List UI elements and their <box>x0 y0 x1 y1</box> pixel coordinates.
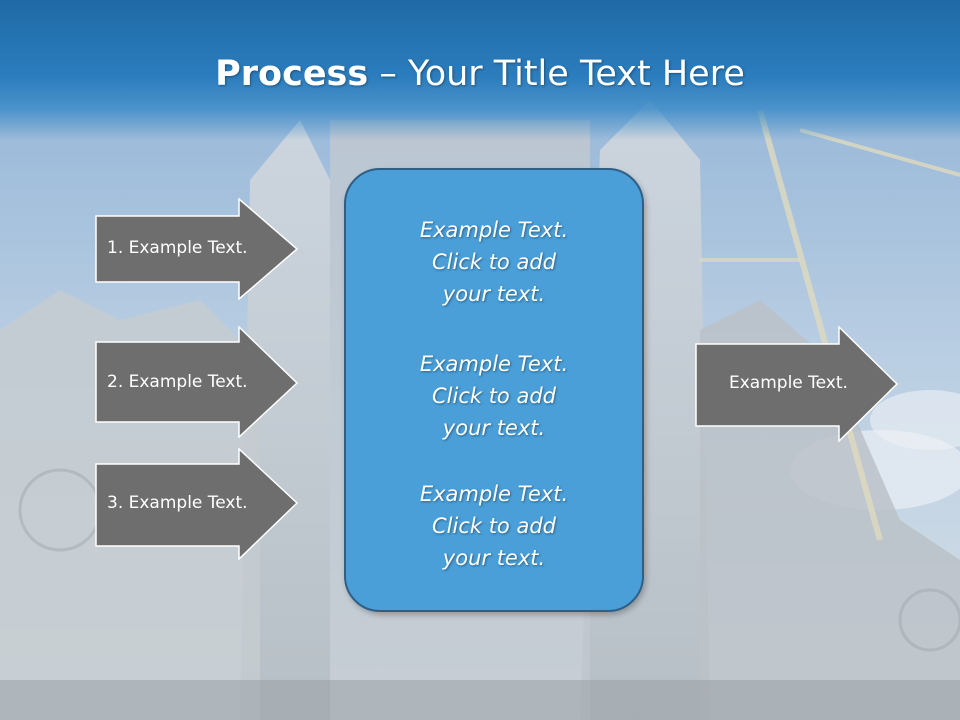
text-block-1: Example Text. Click to add your text. <box>346 214 642 310</box>
slide-title[interactable]: Process – Your Title Text Here <box>0 52 960 96</box>
text-block-2: Example Text. Click to add your text. <box>346 348 642 444</box>
left-arrow-2[interactable]: 2. Example Text. <box>95 326 299 438</box>
text-block-3-line-2: Click to add <box>431 514 556 538</box>
right-arrow[interactable]: Example Text. <box>695 326 899 442</box>
text-block-2-line-1: Example Text. <box>419 352 569 376</box>
left-arrow-1[interactable]: 1. Example Text. <box>95 198 299 300</box>
text-block-2-line-3: your text. <box>442 416 546 440</box>
arrow-right-shape <box>95 326 299 438</box>
left-arrow-3[interactable]: 3. Example Text. <box>95 448 299 560</box>
text-block-3-line-3: your text. <box>442 546 546 570</box>
text-block-1-line-3: your text. <box>442 282 546 306</box>
text-block-3: Example Text. Click to add your text. <box>346 478 642 574</box>
arrow-right-shape <box>695 326 899 442</box>
text-block-2-line-2: Click to add <box>431 384 556 408</box>
text-block-1-line-2: Click to add <box>431 250 556 274</box>
left-arrow-2-label: 2. Example Text. <box>107 372 248 392</box>
center-text-box[interactable]: Example Text. Click to add your text. Ex… <box>344 168 644 612</box>
text-block-3-line-1: Example Text. <box>419 482 569 506</box>
arrow-right-shape <box>95 198 299 300</box>
title-bold: Process <box>215 54 369 94</box>
text-block-1-line-1: Example Text. <box>419 218 569 242</box>
right-arrow-label: Example Text. <box>729 373 848 393</box>
arrow-right-shape <box>95 448 299 560</box>
title-bar <box>0 0 960 140</box>
left-arrow-3-label: 3. Example Text. <box>107 493 248 513</box>
left-arrow-1-label: 1. Example Text. <box>107 238 248 258</box>
title-rest: – Your Title Text Here <box>368 54 745 94</box>
